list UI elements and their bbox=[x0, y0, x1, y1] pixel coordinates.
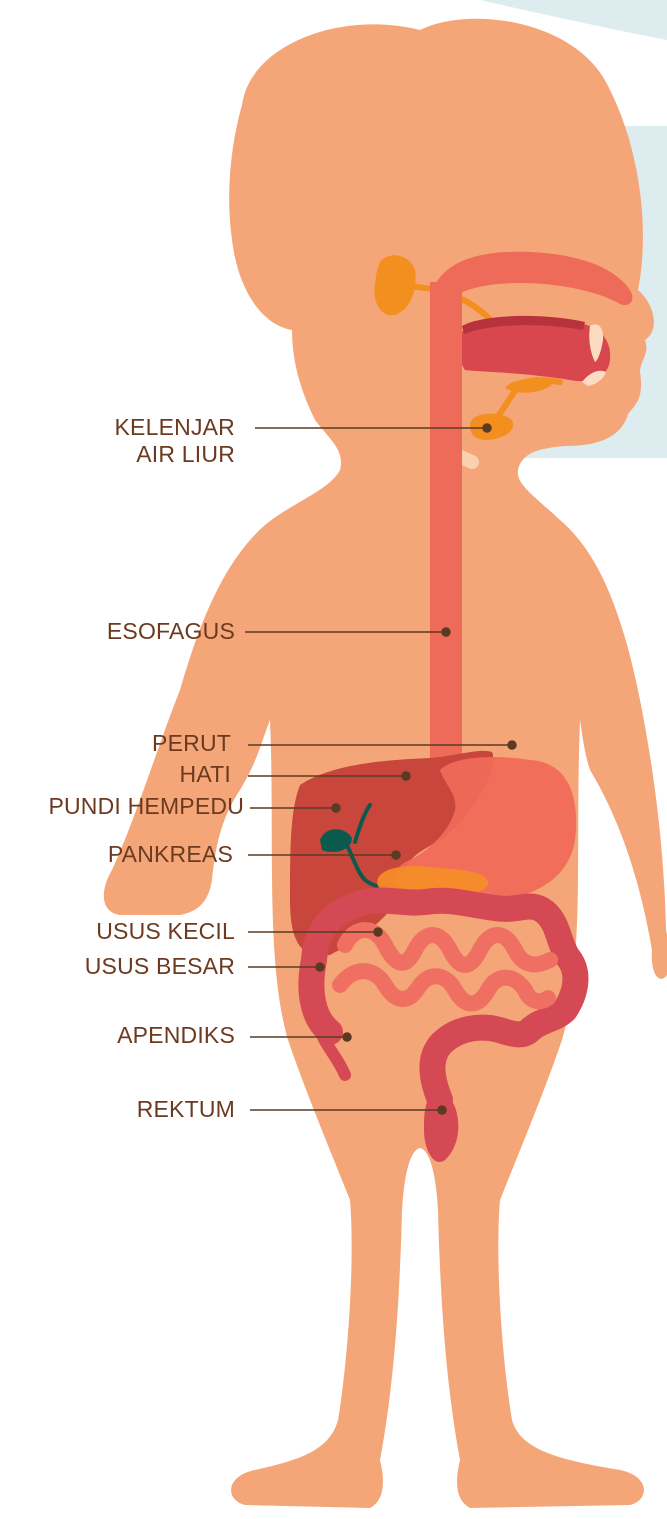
label-pancreas: PANKREAS bbox=[108, 841, 233, 868]
label-large-intestine: USUS BESAR bbox=[85, 953, 235, 980]
label-esophagus: ESOFAGUS bbox=[107, 618, 235, 645]
label-stomach: PERUT bbox=[152, 730, 231, 757]
label-salivary-line2: AIR LIUR bbox=[115, 441, 235, 468]
label-salivary-line1: KELENJAR bbox=[115, 414, 235, 441]
label-small-intestine: USUS KECIL bbox=[96, 918, 235, 945]
label-gallbladder: PUNDI HEMPEDU bbox=[48, 793, 244, 820]
label-appendix: APENDIKS bbox=[117, 1022, 235, 1049]
label-rectum: REKTUM bbox=[137, 1096, 235, 1123]
label-liver: HATI bbox=[180, 761, 231, 788]
label-salivary-gland: KELENJAR AIR LIUR bbox=[115, 414, 235, 468]
